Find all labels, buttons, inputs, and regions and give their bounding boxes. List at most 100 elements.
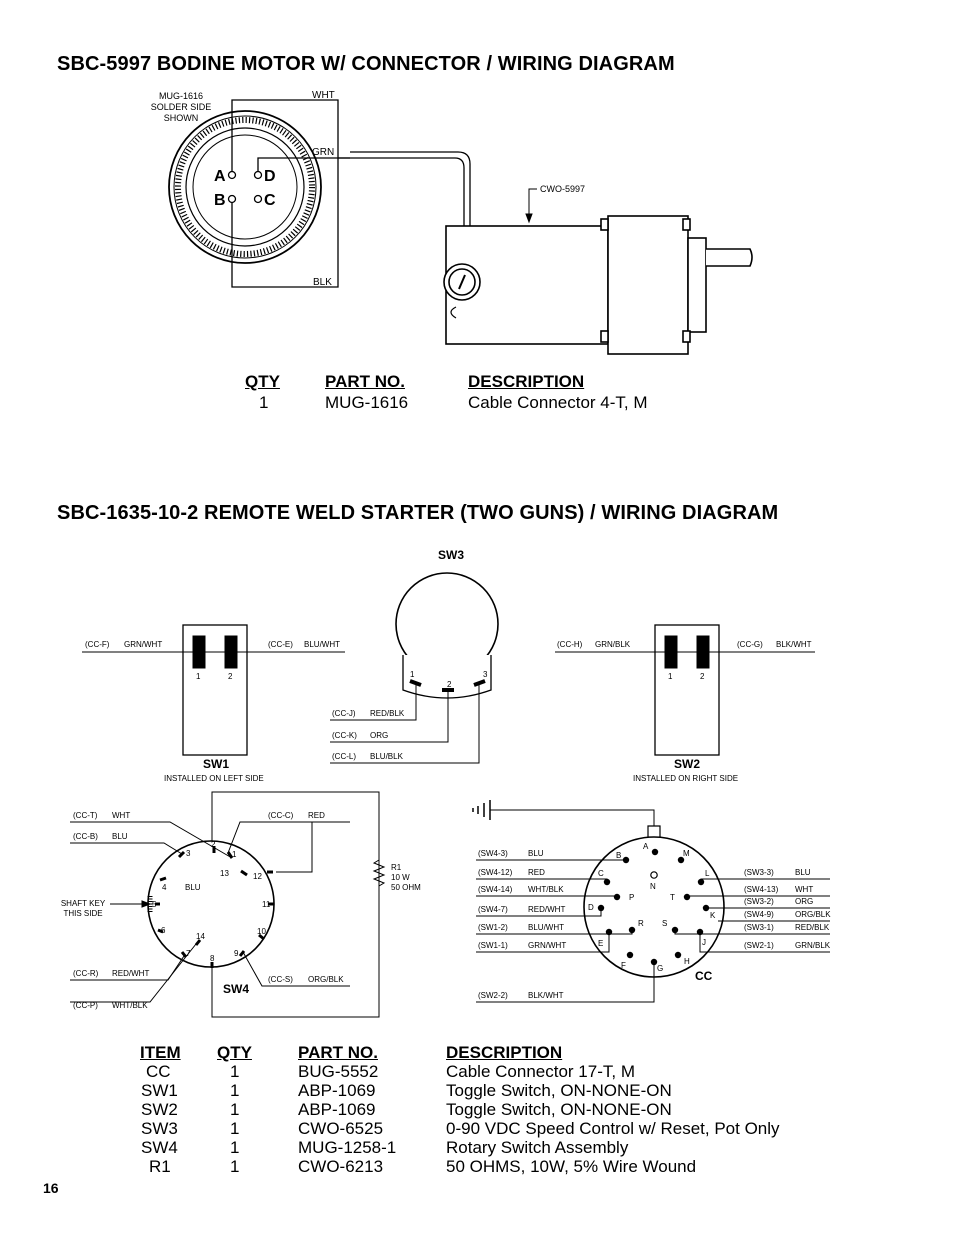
- wht-wire-label: WHT: [312, 90, 335, 101]
- cc-wire-ref-sw3-1: (SW3-1): [744, 923, 774, 932]
- sw3-label: SW3: [438, 548, 464, 562]
- sw4-wire-ref-b: (CC-B): [73, 832, 98, 841]
- cc-wire-color-sw1-2: BLU/WHT: [528, 923, 564, 932]
- sw1-wire-color-f: GRN/WHT: [124, 640, 162, 649]
- sw2-wire-ref-h: (CC-H): [557, 640, 583, 649]
- sw1-terminal-2: 2: [228, 672, 233, 681]
- cc-wires: [476, 859, 830, 1003]
- pin-a-label: A: [214, 168, 226, 185]
- sw1-wire-ref-f: (CC-F): [85, 640, 110, 649]
- table-row-description: Rotary Switch Assembly: [446, 1138, 629, 1157]
- table-row-item: SW4: [141, 1138, 178, 1157]
- sw3-wire-color-j: RED/BLK: [370, 709, 405, 718]
- sw3-wire-ref-l: (CC-L): [332, 752, 356, 761]
- sw3-pot: [395, 572, 499, 699]
- cc-wire-ref-sw2-1: (SW2-1): [744, 941, 774, 950]
- sw4-terminal-5: 5: [152, 900, 157, 909]
- cc-wire-color-sw1-1: GRN/WHT: [528, 941, 566, 950]
- table-row-qty: 1: [230, 1119, 240, 1138]
- starter-table-header-part-no: PART NO.: [298, 1043, 378, 1062]
- sw4-wire-color-c: RED: [308, 811, 325, 820]
- cc-wire-ref-sw4-9: (SW4-9): [744, 910, 774, 919]
- cc-pin-letters: A B C D E F G H J K L M N P R S T: [588, 842, 716, 973]
- sw4-terminal-8: 8: [210, 954, 215, 963]
- sw3-terminal-2: 2: [447, 680, 452, 689]
- sw2-toggle: [555, 624, 815, 756]
- motor-diagram-title: SBC-5997 BODINE MOTOR W/ CONNECTOR / WIR…: [57, 53, 675, 75]
- motor-body: [443, 215, 753, 355]
- cc-wire-color-sw2-1: GRN/BLK: [795, 941, 831, 950]
- cc-pin-s: S: [662, 919, 667, 928]
- sw4-wires: [70, 821, 386, 1003]
- pin-c-label: C: [264, 192, 276, 209]
- cc-label: CC: [695, 969, 713, 983]
- starter-diagram-title: SBC-1635-10-2 REMOTE WELD STARTER (TWO G…: [57, 502, 779, 524]
- motor-callout-leader: [525, 188, 537, 224]
- sw2-wire-ref-g: (CC-G): [737, 640, 763, 649]
- sw1-terminal-1: 1: [196, 672, 201, 681]
- cc-pin-r: R: [638, 919, 644, 928]
- motor-connector-pins: [227, 170, 263, 204]
- motor-table-row-qty: 1: [259, 393, 269, 412]
- sw3-wire-ref-k: (CC-K): [332, 731, 357, 740]
- sw4-wire-color-r: RED/WHT: [112, 969, 149, 978]
- sw4-terminal-11: 11: [262, 900, 271, 909]
- cc-pin-t: T: [670, 893, 675, 902]
- table-row-qty: 1: [230, 1100, 240, 1119]
- table-row-qty: 1: [230, 1138, 240, 1157]
- cc-wire-ref-sw3-3: (SW3-3): [744, 868, 774, 877]
- cc-wire-color-sw4-7: RED/WHT: [528, 905, 565, 914]
- sw3-wire-color-k: ORG: [370, 731, 388, 740]
- cc-connector: [472, 800, 725, 978]
- table-row-part-no: ABP-1069: [298, 1081, 376, 1100]
- sw3-terminal-1: 1: [410, 670, 415, 679]
- table-row-description: 50 OHMS, 10W, 5% Wire Wound: [446, 1157, 697, 1176]
- cc-wire-ref-sw2-2: (SW2-2): [478, 991, 508, 1000]
- shaft-key-note-line1: SHAFT KEY: [61, 899, 106, 908]
- motor-callout-label: CWO-5997: [540, 184, 585, 194]
- cc-pin-k: K: [710, 911, 716, 920]
- table-row-part-no: CWO-6525: [298, 1119, 384, 1138]
- sw3-wire-color-l: BLU/BLK: [370, 752, 404, 761]
- motor-base-flange: [450, 306, 457, 319]
- cc-pin-f: F: [621, 961, 626, 970]
- pin-b-label: B: [214, 192, 226, 209]
- sw4-wire-color-s: ORG/BLK: [308, 975, 344, 984]
- table-row-item: SW2: [141, 1100, 178, 1119]
- sw4-label: SW4: [223, 982, 249, 996]
- table-row-qty: 1: [230, 1081, 240, 1100]
- shaft-key-note-line2: THIS SIDE: [63, 909, 102, 918]
- sw4-terminal-3: 3: [186, 849, 191, 858]
- table-row-part-no: BUG-5552: [298, 1062, 379, 1081]
- cc-pin-c: C: [598, 869, 604, 878]
- r1-resistance: 50 OHM: [391, 883, 421, 892]
- sw4-wire-ref-r: (CC-R): [73, 969, 99, 978]
- cc-pin-h: H: [684, 957, 690, 966]
- sw4-terminal-6: 6: [161, 926, 166, 935]
- cc-wire-color-sw4-13: WHT: [795, 885, 813, 894]
- cc-wire-ref-sw4-12: (SW4-12): [478, 868, 513, 877]
- sw4-terminal-9: 9: [234, 949, 239, 958]
- sw4-center-label: BLU: [185, 883, 201, 892]
- sw1-note: INSTALLED ON LEFT SIDE: [164, 774, 264, 783]
- sw3-wire-ref-j: (CC-J): [332, 709, 356, 718]
- table-row-part-no: MUG-1258-1: [298, 1138, 397, 1157]
- cc-wire-ref-sw4-7: (SW4-7): [478, 905, 508, 914]
- sw1-wire-ref-e: (CC-E): [268, 640, 293, 649]
- starter-table-header-description: DESCRIPTION: [446, 1043, 563, 1062]
- cc-wire-color-sw3-3: BLU: [795, 868, 811, 877]
- sw4-terminal-10: 10: [257, 927, 266, 936]
- table-row-description: Cable Connector 17-T, M: [446, 1062, 635, 1081]
- table-row-part-no: CWO-6213: [298, 1157, 384, 1176]
- sw4-terminal-2: 2: [211, 840, 216, 849]
- cc-pin-p: P: [629, 893, 634, 902]
- sw4-terminal-1: 1: [232, 850, 237, 859]
- sw2-wire-color-h: GRN/BLK: [595, 640, 631, 649]
- pin-d-label: D: [264, 168, 276, 185]
- sw4-wire-ref-p: (CC-P): [73, 1001, 98, 1010]
- table-row-description: 0-90 VDC Speed Control w/ Reset, Pot Onl…: [446, 1119, 780, 1138]
- table-row-item: SW3: [141, 1119, 178, 1138]
- sw4-terminal-14: 14: [196, 932, 205, 941]
- motor-wiring: [231, 99, 471, 288]
